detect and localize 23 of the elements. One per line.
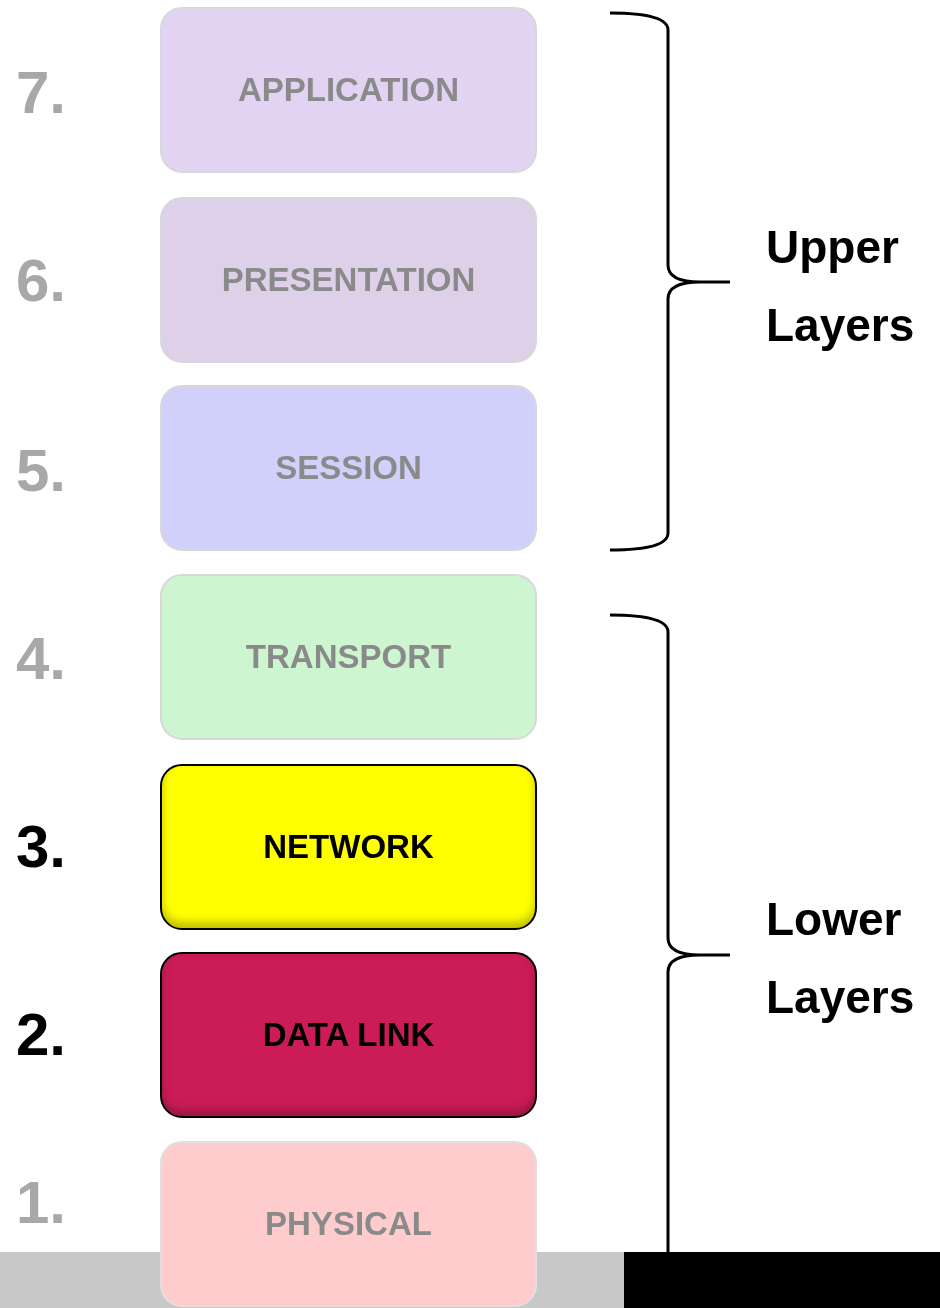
layer-number: 3. [16,812,67,881]
layer-name: NETWORK [263,828,434,866]
layer-name: TRANSPORT [245,638,452,676]
layer-box [160,574,537,740]
layer-number: 6. [16,246,67,315]
layer-number: 1. [16,1168,67,1237]
layer-box [160,7,537,173]
layer-box [160,764,537,930]
layer-name: PRESENTATION [221,261,476,299]
layer-box [160,385,537,551]
group-label: Lower Layers [766,892,916,1025]
layer-box [160,197,537,363]
layer-name: PHYSICAL [265,1205,432,1243]
layer-name: SESSION [275,449,422,487]
layer-number: 7. [16,58,67,127]
group-label: Upper Layers [766,220,916,353]
layer-box [160,1141,537,1307]
layer-number: 4. [16,624,67,693]
layer-name: APPLICATION [237,71,460,109]
layer-number: 2. [16,1000,67,1069]
layer-number: 5. [16,436,67,505]
layer-box [160,952,537,1118]
layer-name: DATA LINK [262,1016,435,1054]
